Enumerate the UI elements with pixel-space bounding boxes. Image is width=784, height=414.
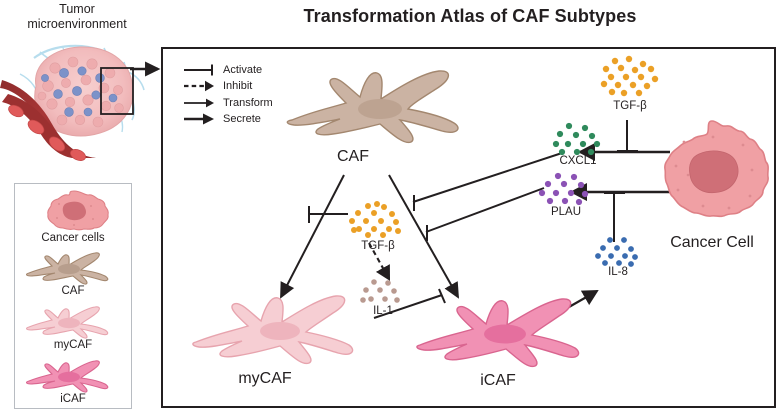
activate-tgfb-to-mycaf-path [308, 206, 348, 223]
legend-label-mycaf: myCAF [53, 339, 93, 351]
caf-cell-label: CAF [337, 148, 369, 165]
tme-caption-line2: microenvironment [27, 17, 127, 31]
caf-cell-icon [26, 252, 109, 285]
page-title: Transformation Atlas of CAF Subtypes [303, 6, 637, 26]
tgfb-top-cluster [597, 55, 663, 99]
cxcl1-dots-icon [552, 122, 601, 156]
tgfb-middle-label: TGF-β [361, 240, 395, 252]
tgfb-middle-dots-icon [349, 201, 401, 238]
legend-label-icaf: iCAF [60, 393, 86, 405]
key-label-secrete: Secrete [223, 113, 261, 125]
mycaf-cell-icon [26, 306, 109, 339]
solid-arrow-thin-icon [183, 96, 221, 110]
icaf-cell [414, 290, 584, 372]
key-row-inhibit: Inhibit [183, 79, 303, 94]
il1-dots-icon [360, 279, 400, 303]
cxcl1-label: CXCL1 [559, 155, 597, 167]
activate-il8-to-plau-secretion [604, 192, 625, 242]
legend-item-mycaf: myCAF [15, 301, 131, 352]
activate-plau-to-icaf-path [425, 187, 545, 241]
plau-cluster [538, 172, 592, 206]
icaf-cell-label: iCAF [480, 372, 516, 389]
legend-item-caf: CAF [15, 247, 131, 298]
tumor-cells-icon [37, 56, 124, 128]
tgfb-dots-icon [600, 55, 659, 97]
key-label-activate: Activate [223, 63, 263, 76]
arrow-caf-to-icaf [388, 174, 459, 299]
key-label-inhibit: Inhibit [223, 80, 253, 92]
legend-label-cancer-cells: Cancer cells [41, 232, 105, 244]
arrow-caf-to-mycaf [280, 174, 345, 299]
tumor-microenvironment-caption: Tumor microenvironment [6, 2, 148, 32]
key-row-activate: Activate [183, 62, 303, 77]
key-label-transform: Transform [223, 96, 273, 109]
tgfb-middle-cluster [348, 201, 404, 238]
arrow-type-key: Activate Inhibit Transform Secrete [183, 62, 303, 128]
activate-tgfb-to-cxcl1-secretion [617, 120, 638, 152]
key-row-secrete: Secrete [183, 112, 303, 127]
icaf-cell-icon [26, 360, 109, 393]
il8-label: IL-8 [608, 266, 628, 278]
solid-arrow-thick-icon [183, 112, 221, 126]
plau-dots-icon [538, 172, 589, 206]
cancer-cell [651, 118, 773, 236]
il8-cluster [594, 236, 640, 268]
immune-cells-icon [41, 66, 118, 117]
legend-label-caf: CAF [61, 285, 85, 297]
mycaf-cell-label: myCAF [238, 370, 292, 387]
caf-cell [284, 62, 464, 147]
legend-item-cancer-cells: Cancer cells [15, 188, 131, 245]
plau-label: PLAU [550, 206, 582, 218]
cell-type-legend: Cancer cells CAF myCAF iCAF [14, 183, 132, 409]
blood-vessel-icon [0, 80, 96, 161]
legend-item-icaf: iCAF [15, 355, 131, 406]
zoom-pointer-arrow [128, 56, 172, 82]
key-row-transform: Transform [183, 95, 303, 110]
cancer-cell-granules-icon [674, 135, 754, 210]
tgfb-top-label: TGF-β [613, 100, 647, 112]
tme-caption-line1: Tumor [59, 2, 95, 16]
activate-cxcl1-to-icaf-path [412, 152, 563, 211]
tumor-microenvironment-illustration [0, 28, 160, 161]
bar-end-line-icon [183, 63, 221, 77]
zoom-region-box [100, 67, 134, 115]
inhibit-tgfb-to-il1 [368, 242, 391, 281]
il8-dots-icon [595, 237, 638, 267]
cxcl1-cluster [551, 122, 605, 156]
cancer-cell-label: Cancer Cell [670, 234, 754, 251]
il1-cluster [360, 278, 402, 306]
il1-label: IL-1 [373, 305, 393, 317]
activate-il1-to-icaf-path [373, 288, 446, 319]
cancer-cell-icon [47, 190, 109, 231]
mycaf-cell [190, 288, 358, 368]
red-blood-cells-icon [8, 104, 86, 161]
dashed-arrow-icon [183, 79, 221, 93]
